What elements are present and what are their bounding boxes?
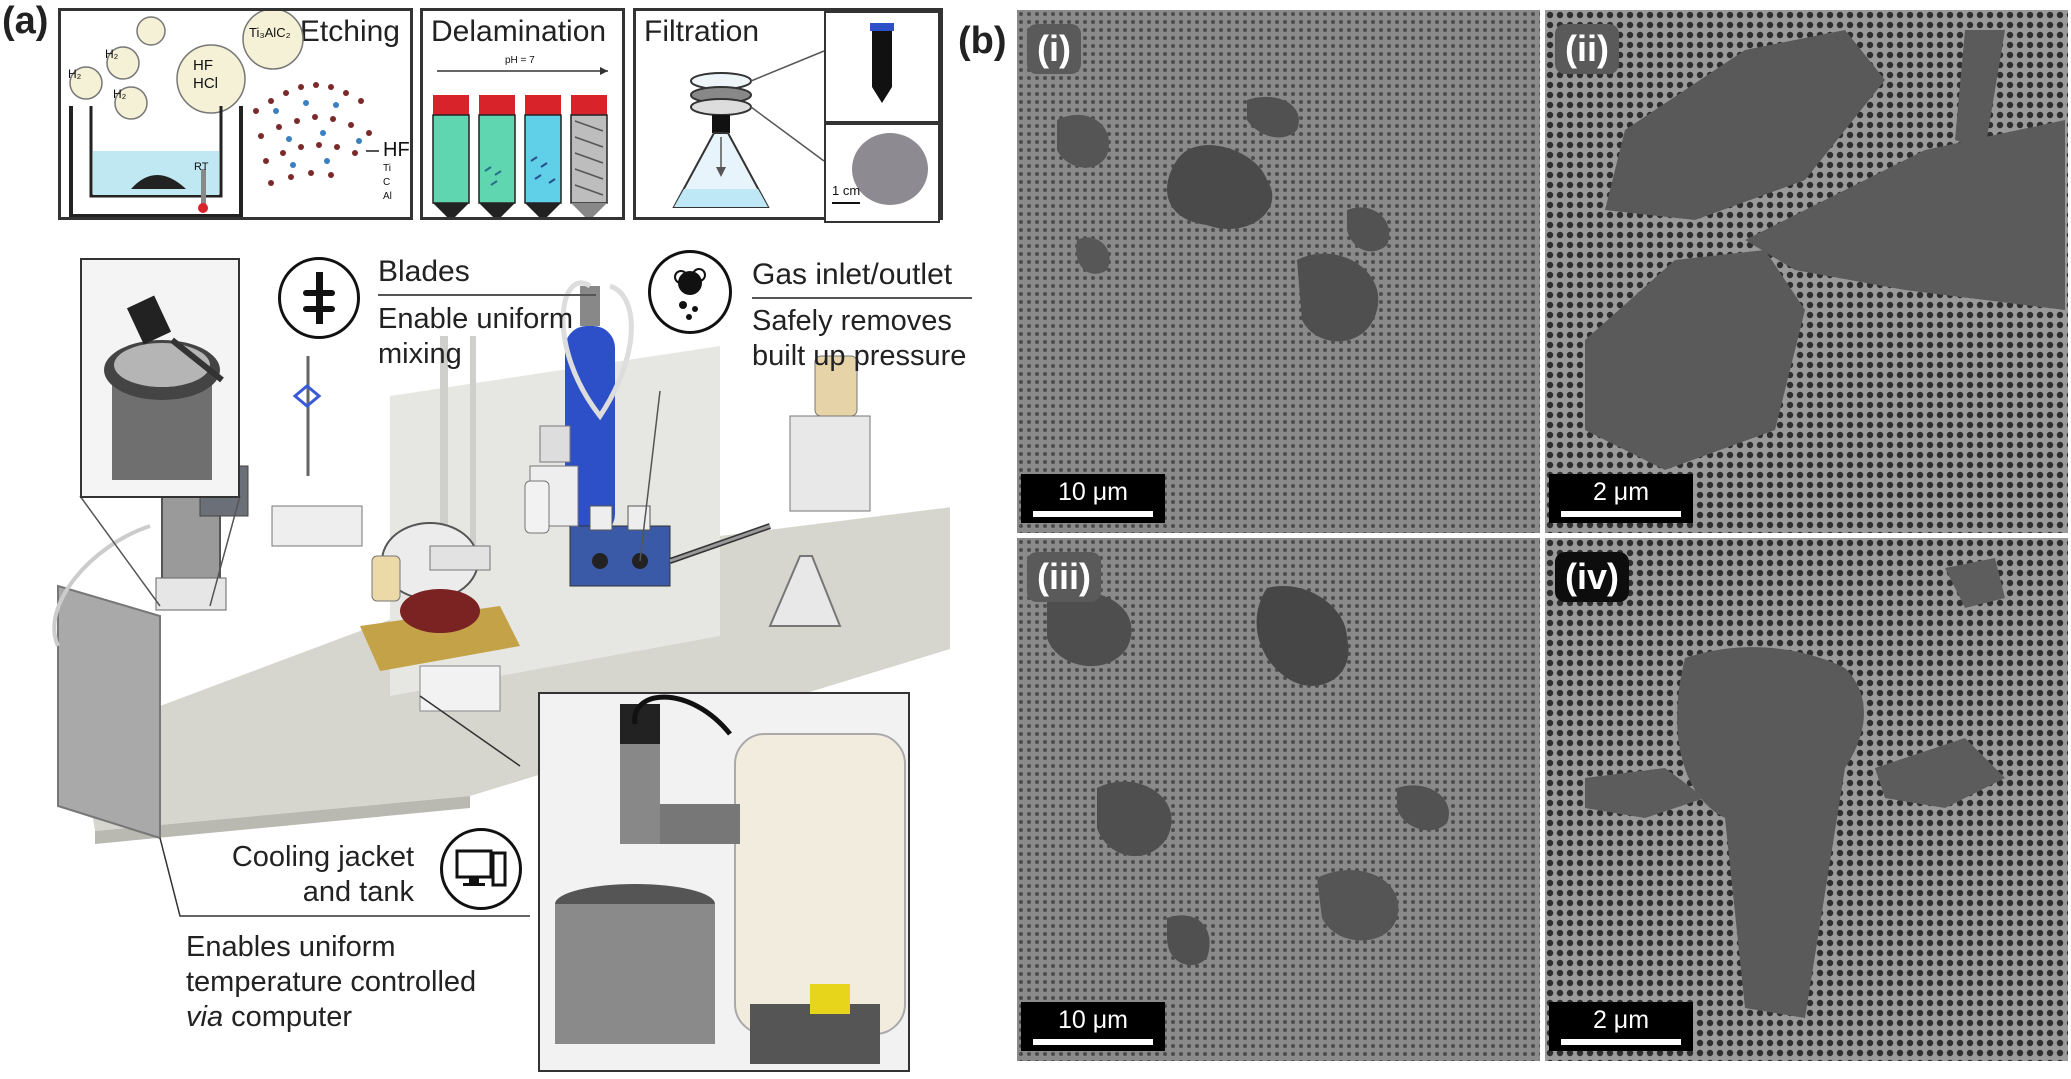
ph-label: pH = 7: [505, 55, 535, 66]
sem-image-ii: (ii) 2 μm: [1545, 10, 2068, 533]
cooling-title: Cooling jacket and tank: [231, 841, 414, 908]
blades-divider: [378, 294, 596, 296]
scalebar-iii-label: 10 μm: [1058, 1006, 1128, 1034]
etching-illustration: [69, 11, 379, 217]
cooling-italic-word: via: [186, 1001, 224, 1033]
etching-title: Etching: [299, 15, 400, 48]
blades-photo: [80, 258, 240, 498]
legend-al: Al: [383, 191, 392, 202]
filtration-illustration: [672, 50, 825, 208]
sem-tag-iii: (iii): [1027, 552, 1101, 602]
sem-image-iii-texture: [1017, 538, 1540, 1061]
gas-text: Safely removes built up pressure: [752, 305, 967, 372]
sem-image-iv: (iv) 2 μm: [1545, 538, 2068, 1061]
filtration-title: Filtration: [644, 15, 760, 48]
gas-divider: [752, 297, 972, 299]
blades-icon: [278, 257, 360, 339]
cooling-text: Enables uniform temperature controlled v…: [186, 930, 526, 1035]
scalebar-i-label: 10 μm: [1058, 478, 1128, 506]
scalebar-iv: 2 μm: [1549, 1002, 1693, 1051]
sem-image-ii-texture: [1545, 10, 2068, 533]
film-disc-photo: 1 cm: [824, 123, 940, 223]
temperature-label: RT: [194, 161, 209, 173]
delamination-title: Delamination: [431, 15, 607, 48]
panel-label-a: (a): [2, 0, 49, 42]
scalebar-iii: 10 μm: [1021, 1002, 1165, 1051]
computer-icon: [440, 828, 522, 910]
gas-icon: [648, 250, 732, 334]
bubble-label-3: H₂: [113, 87, 127, 101]
film-roll-photo: [824, 11, 940, 123]
sem-image-i-texture: [1017, 10, 1540, 533]
cooling-text-line-2: temperature controlled: [186, 966, 477, 998]
filtration-box: Filtration 1 cm: [633, 8, 943, 223]
etching-box: Etching H₂: [58, 8, 413, 220]
sem-image-iv-texture: [1545, 538, 2068, 1061]
sem-image-i: (i) 10 μm: [1017, 10, 1540, 533]
sem-image-iii: (iii) 10 μm: [1017, 538, 1540, 1061]
reactor-photo: [538, 692, 910, 1072]
scalebar-ii-label: 2 μm: [1592, 478, 1650, 506]
lab-setup-illustration: [52, 280, 950, 917]
blades-title: Blades: [378, 255, 470, 288]
product-label: HF: [383, 139, 410, 161]
sem-tag-ii: (ii): [1555, 24, 1619, 74]
bubble-label-1: H₂: [68, 67, 82, 81]
gas-title: Gas inlet/outlet: [752, 258, 953, 291]
cooling-text-line-1: Enables uniform: [186, 931, 396, 963]
cooling-last-word: computer: [231, 1001, 353, 1033]
delamination-box: Delamination pH = 7: [420, 8, 625, 220]
precursor-label: Ti₃AlC₂: [249, 25, 291, 40]
panel-label-b: (b): [958, 20, 1007, 62]
sem-tag-iv: (iv): [1555, 552, 1629, 602]
legend-ti: Ti: [383, 163, 391, 174]
scalebar-iv-label: 2 μm: [1592, 1006, 1650, 1034]
blades-text: Enable uniform mixing: [378, 303, 574, 370]
bubble-label-acid: HF HCl: [193, 57, 218, 92]
sem-tag-i: (i): [1027, 24, 1081, 74]
bubble-label-2: H₂: [105, 47, 119, 61]
delamination-vials: [432, 67, 608, 217]
scalebar-ii: 2 μm: [1549, 474, 1693, 523]
legend-c: C: [383, 177, 391, 188]
scalebar-i: 10 μm: [1021, 474, 1165, 523]
cooling-text-line-3: via computer: [186, 1000, 526, 1035]
scale-label-1cm: 1 cm: [832, 183, 861, 198]
